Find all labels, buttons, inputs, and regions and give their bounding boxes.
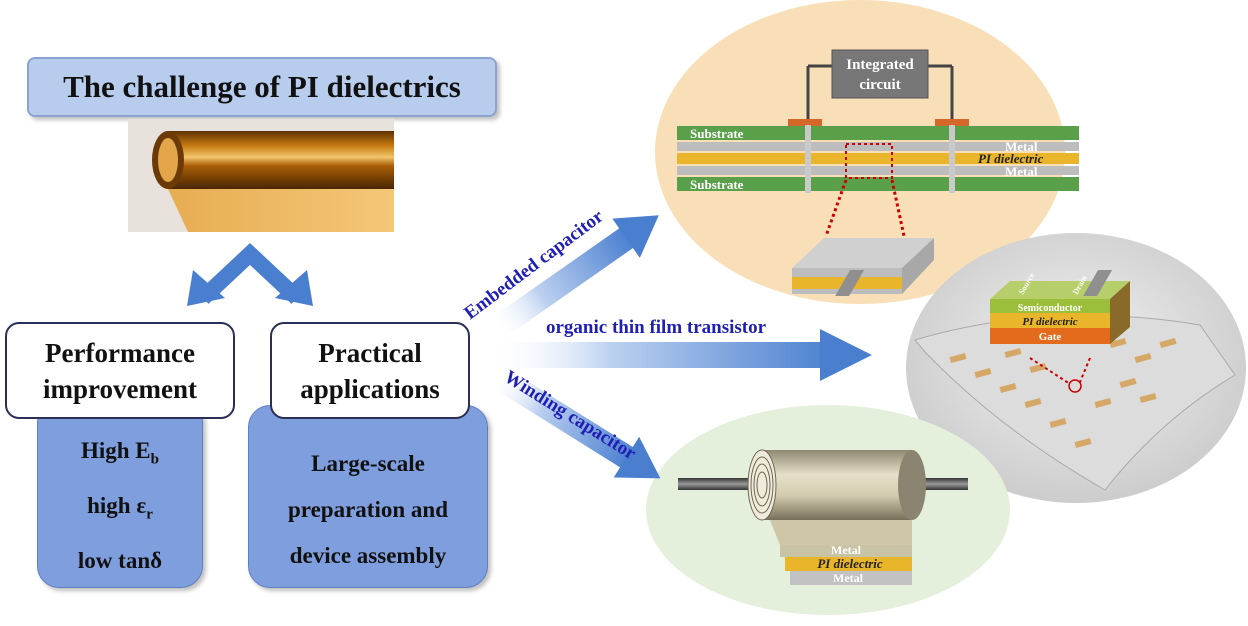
pi-film-photo xyxy=(128,119,394,232)
substrate-bottom-label: Substrate xyxy=(690,177,744,192)
practical-heading-2: applications xyxy=(300,373,440,404)
otft-pi-label: PI dielectric xyxy=(1022,316,1077,328)
arrow-winding xyxy=(488,364,661,479)
semiconductor-label: Semiconductor xyxy=(1018,303,1083,314)
substrate-top-label: Substrate xyxy=(690,126,744,141)
prop-er: high εr xyxy=(87,493,153,523)
winding-metal-top-label: Metal xyxy=(831,543,862,557)
winding-capacitor-illustration: Metal PI dielectric Metal xyxy=(678,449,968,585)
practical-text-3: device assembly xyxy=(289,542,447,568)
performance-properties-card: High Eb high εr low tanδ xyxy=(37,400,203,588)
ic-label-1: Integrated xyxy=(846,57,914,73)
embedded-ellipse xyxy=(655,0,1065,304)
transistor-illustration: Semiconductor PI dielectric Gate Source … xyxy=(835,270,1236,491)
arrow-transistor xyxy=(490,329,872,381)
pi-dielectric-label: PI dielectric xyxy=(978,151,1044,166)
practical-heading-card: Practical applications xyxy=(270,322,470,419)
embedded-capacitor-illustration: Integrated circuit Substrate Substrate M… xyxy=(677,49,1079,294)
metal-top-label: Metal xyxy=(1005,139,1038,154)
prop-tand: low tanδ xyxy=(77,547,163,573)
winding-metal-bottom-label: Metal xyxy=(833,571,864,585)
metal-bottom-label: Metal xyxy=(1005,164,1038,179)
winding-pi-label: PI dielectric xyxy=(817,556,883,571)
gate-label: Gate xyxy=(1039,331,1062,343)
arrow-embedded xyxy=(488,215,659,340)
title-text: The challenge of PI dielectrics xyxy=(63,69,461,104)
label-winding-capacitor: Winding capacitor xyxy=(500,366,640,464)
ic-label-2: circuit xyxy=(859,77,900,93)
label-organic-transistor: organic thin film transistor xyxy=(546,317,767,338)
prop-eb: High Eb xyxy=(80,438,159,468)
performance-heading-card: Performance improvement xyxy=(5,322,235,419)
practical-text-1: Large-scale xyxy=(311,450,425,476)
performance-heading-1: Performance xyxy=(45,337,195,368)
practical-details-card: Large-scale preparation and device assem… xyxy=(248,405,488,588)
page-title: The challenge of PI dielectrics xyxy=(27,57,497,117)
split-arrow xyxy=(187,243,313,306)
practical-heading-1: Practical xyxy=(318,337,422,368)
practical-text-2: preparation and xyxy=(288,496,448,522)
performance-heading-2: improvement xyxy=(43,373,197,404)
